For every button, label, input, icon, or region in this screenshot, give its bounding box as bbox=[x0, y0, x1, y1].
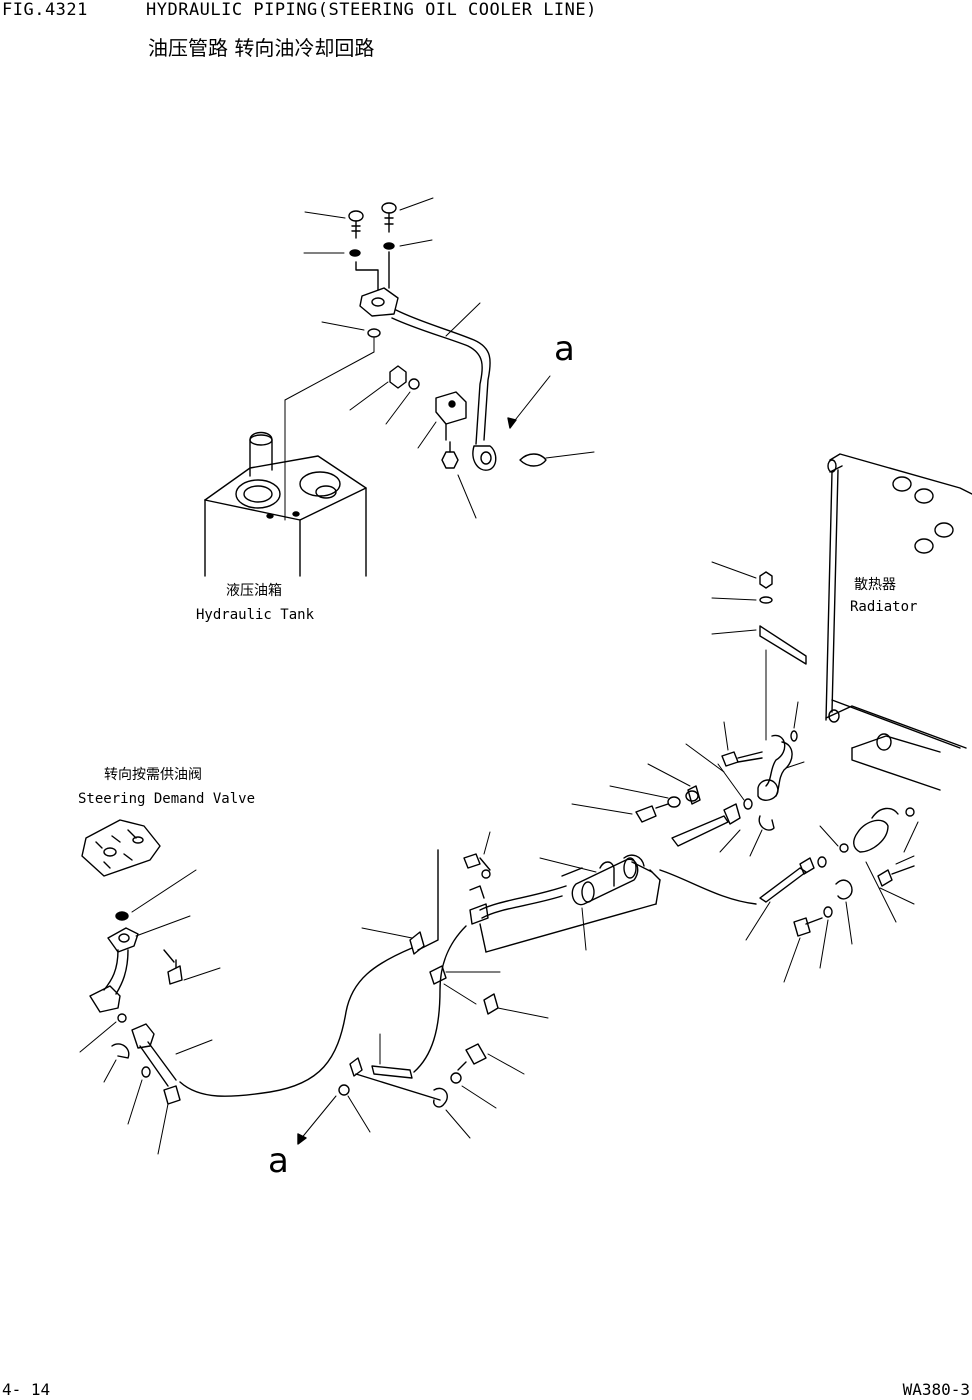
oil-cooler bbox=[361, 831, 661, 1019]
figure-number: FIG.4321 bbox=[2, 0, 88, 20]
radiator bbox=[825, 453, 972, 791]
steering-return-line bbox=[179, 925, 467, 1097]
connection-marker-a-bottom: a bbox=[268, 1141, 289, 1181]
tank-return-assembly bbox=[284, 197, 595, 521]
hydraulic-tank-label-en: Hydraulic Tank bbox=[196, 607, 315, 623]
radiator-label-en: Radiator bbox=[850, 599, 918, 615]
steering-valve-label-en: Steering Demand Valve bbox=[78, 791, 256, 807]
radiator-outlet-piping bbox=[571, 561, 807, 857]
page-number: 4- 14 bbox=[2, 1380, 51, 1399]
connection-marker-a-top: a bbox=[554, 329, 575, 369]
figure-title-chinese: 油压管路 转向油冷却回路 bbox=[148, 36, 375, 60]
hydraulic-tank bbox=[204, 431, 367, 577]
steering-valve-label-cn: 转向按需供油阀 bbox=[104, 767, 202, 783]
figure-title-english: HYDRAULIC PIPING(STEERING OIL COOLER LIN… bbox=[146, 0, 597, 20]
cooler-inlet-piping bbox=[659, 807, 919, 983]
steering-valve-assembly bbox=[79, 819, 221, 1155]
radiator-label-cn: 散热器 bbox=[854, 577, 896, 593]
lower-fittings bbox=[297, 1033, 525, 1145]
hydraulic-tank-label-cn: 液压油箱 bbox=[226, 583, 282, 599]
model-number: WA380-3 bbox=[902, 1380, 970, 1399]
